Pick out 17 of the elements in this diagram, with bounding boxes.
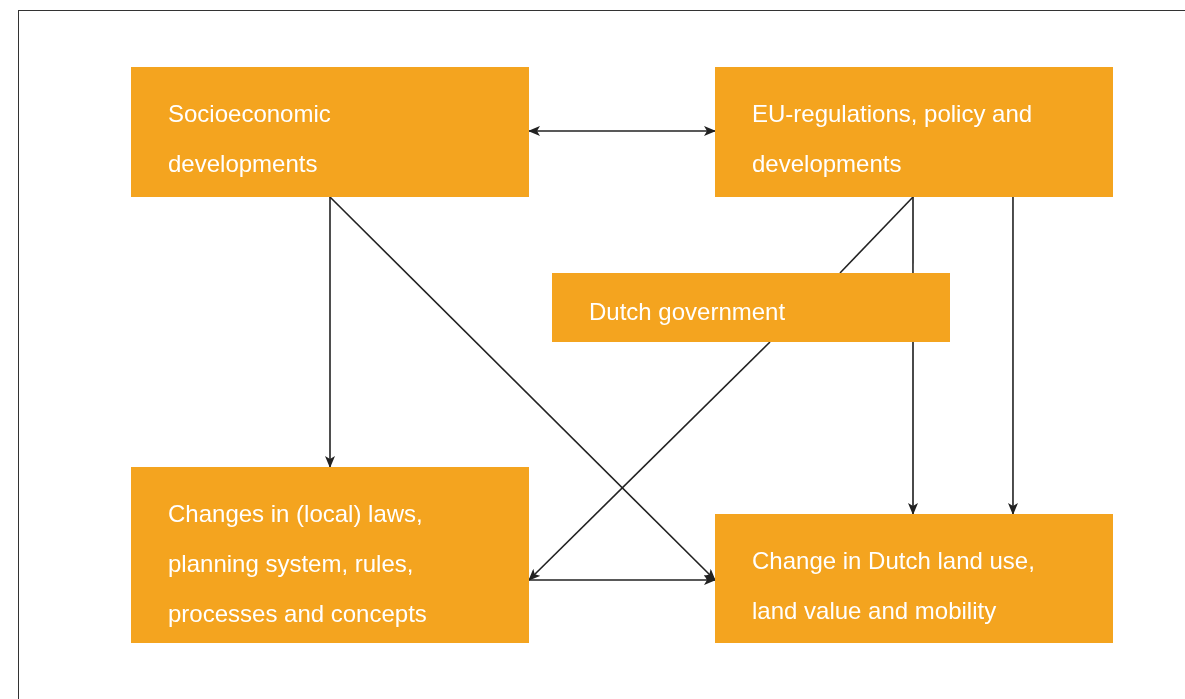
process-box (715, 514, 1113, 643)
arrow (528, 125, 716, 136)
box-label: Dutch government (589, 297, 787, 327)
box-label: EU-regulations, policy and developments (752, 99, 1034, 179)
box-label: Socioeconomic developments (168, 99, 332, 179)
arrow (908, 341, 918, 515)
arrow (329, 196, 716, 581)
arrow (325, 196, 335, 468)
process-box (715, 67, 1113, 197)
process-box (552, 273, 950, 342)
process-box (131, 67, 529, 197)
box-label: Changes in (local) laws, planning system, rules, processes and concepts (168, 499, 428, 629)
arrow (528, 341, 771, 581)
arrow (1008, 196, 1018, 515)
box-label: Change in Dutch land use, land value and mobility (752, 546, 1036, 626)
arrow (528, 575, 716, 586)
process-box (131, 467, 529, 643)
